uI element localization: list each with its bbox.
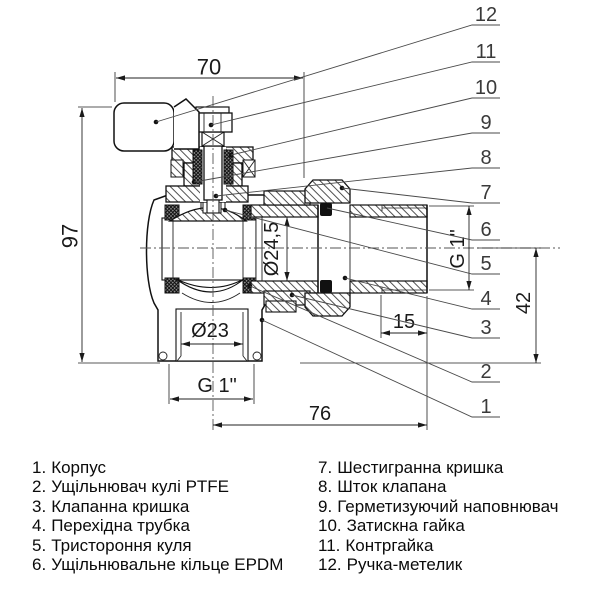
callout-2: 2 (480, 361, 491, 383)
dim-right-height: 42 (300, 247, 541, 364)
dim-bottom-thread: G 1" (168, 364, 255, 404)
dim-label-42: 42 (513, 292, 535, 314)
dim-label-right-thread: G 1" (447, 229, 469, 268)
dim-right-thread: G 1" (429, 205, 474, 291)
parts-list-item: 7.Шестигранна кришка (318, 458, 504, 477)
parts-list-item: 8.Шток клапана (318, 477, 447, 497)
callout-9: 9 (480, 112, 491, 134)
parts-list-item: 12.Ручка-метелик (318, 555, 463, 575)
dim-thread-length: 15 (380, 295, 427, 338)
parts-list-item: 1.Корпус (32, 458, 107, 477)
callout-leaders (153, 24, 500, 418)
parts-list-item: 3.Клапанна кришка (32, 496, 190, 516)
callout-12: 12 (475, 4, 497, 26)
dim-adapter-bore: Ø24,5 (261, 217, 290, 281)
valve-stem (201, 131, 225, 214)
callout-5: 5 (480, 253, 491, 275)
parts-list-item: 4.Перехідна трубка (32, 516, 190, 536)
callout-11: 11 (476, 41, 497, 63)
dim-label-70: 70 (197, 55, 221, 80)
callout-3: 3 (480, 317, 491, 339)
dim-bottom-bore: Ø23 (181, 320, 243, 347)
dim-label-bottom-thread: G 1" (197, 375, 236, 397)
parts-list-item: 6.Ущільнювальне кільце EPDM (32, 555, 284, 575)
bonnet-section-box (242, 159, 256, 178)
callout-6: 6 (480, 219, 491, 241)
parts-list-item: 11.Контргайка (318, 535, 434, 555)
dim-label-76: 76 (309, 403, 331, 425)
callout-4: 4 (480, 288, 491, 310)
butterfly-handle (113, 98, 200, 152)
parts-list-item: 10.Затискна гайка (318, 516, 465, 536)
callout-7: 7 (480, 182, 491, 204)
dim-left-height: 97 (58, 106, 160, 364)
parts-list-left: 1.Корпус 2.Ущільнювач кулі PTFE 3.Клапан… (32, 458, 283, 574)
parts-list-item: 9.Герметизуючий наповнювач (318, 496, 559, 516)
callout-numbers: 12 11 10 9 8 7 6 5 4 3 2 1 (475, 4, 497, 418)
dim-label-adapter-bore: Ø24,5 (261, 222, 283, 276)
bottom-port-thread (158, 312, 262, 362)
tailpiece-pipe (349, 204, 428, 294)
dim-label-bottom-bore: Ø23 (191, 320, 229, 342)
dim-bottom-length: 76 (213, 296, 428, 430)
hex-cap (304, 179, 351, 317)
dim-label-97: 97 (58, 224, 83, 248)
parts-list-item: 5.Тристороння куля (32, 535, 192, 555)
parts-list-right: 7.Шестигранна кришка 8.Шток клапана 9.Ге… (318, 458, 559, 574)
callout-1: 1 (480, 396, 491, 418)
callout-8: 8 (480, 147, 491, 169)
callout-10: 10 (475, 77, 497, 99)
stem-packing (192, 149, 234, 185)
parts-list-item: 2.Ущільнювач кулі PTFE (32, 477, 230, 497)
